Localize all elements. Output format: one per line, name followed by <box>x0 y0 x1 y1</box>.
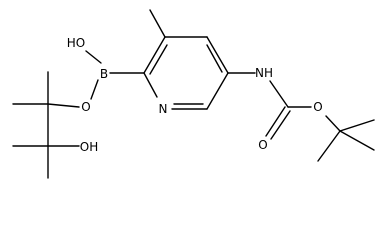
bond-c-o-double-b <box>270 110 291 140</box>
bond-c2-c3 <box>143 36 166 74</box>
atom-label-n-ring: N <box>159 102 168 116</box>
bond-c4-c5 <box>206 36 229 74</box>
bond-c4-c5-double <box>206 44 223 73</box>
bond-n-c2 <box>143 72 158 98</box>
atom-labels: HO B O OH N NH O O <box>67 36 323 154</box>
atom-label-o-carbamate: O <box>313 100 322 114</box>
chemical-structure: HO B O OH N NH O O <box>12 9 375 179</box>
atom-label-ho-pinacol: OH <box>80 140 98 154</box>
atom-label-nh: NH <box>255 66 273 80</box>
bond-b-o <box>90 79 99 100</box>
bond-c-o-double-a <box>265 106 286 137</box>
bond-nh-c <box>269 80 289 108</box>
bond-tbu-right <box>339 130 375 151</box>
bond-c5-c6 <box>206 72 229 110</box>
bond-tbu-down <box>317 130 341 162</box>
bond-tbu-up <box>339 119 375 132</box>
atom-label-ho-boron: HO <box>67 36 85 50</box>
bond-o-cq1 <box>47 103 80 108</box>
atom-label-o-ester: O <box>81 100 90 114</box>
bond-c2-c3-double <box>149 44 168 75</box>
bond-o-ctbu <box>325 115 341 132</box>
bond-c3-methyl <box>149 9 166 38</box>
atom-label-o-carbonyl: O <box>258 138 267 152</box>
bond-ho-b <box>85 50 102 64</box>
bond-lines <box>12 9 375 179</box>
atom-label-boron: B <box>100 67 108 81</box>
